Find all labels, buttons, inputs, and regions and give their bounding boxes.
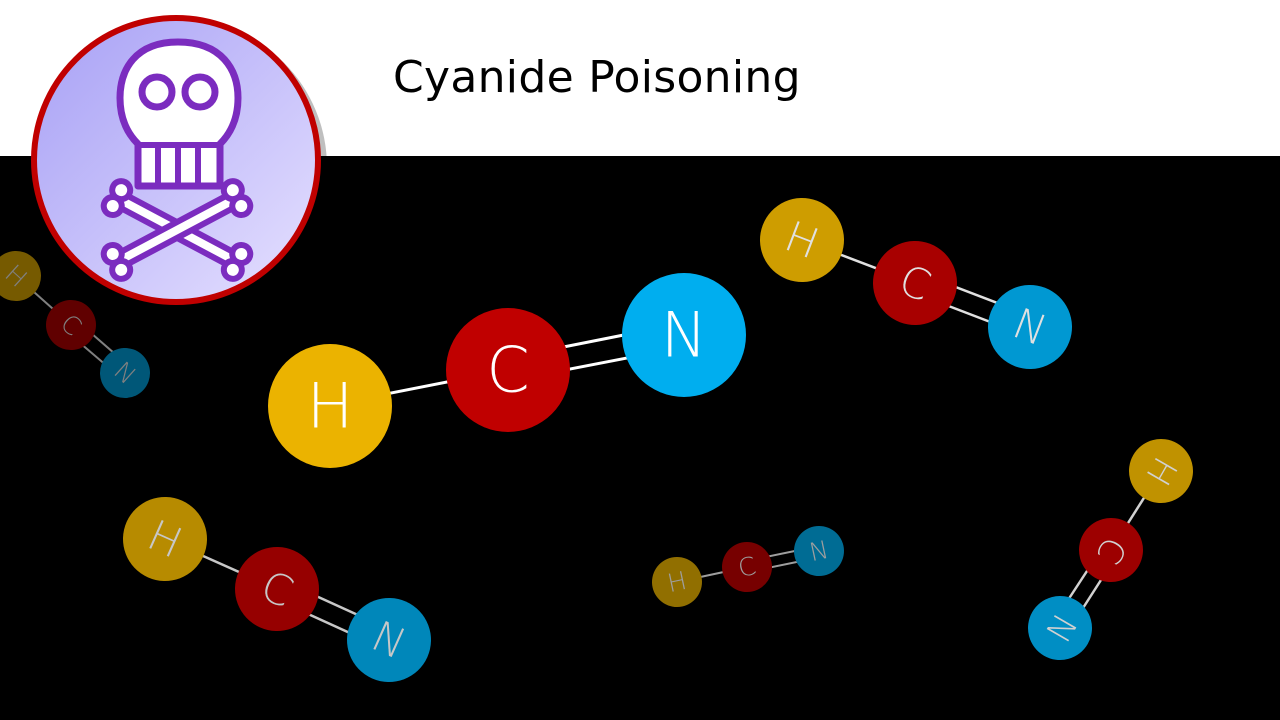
hydrogen-atom: H xyxy=(760,198,844,282)
nitrogen-atom: N xyxy=(794,526,844,576)
carbon-atom: C xyxy=(46,300,96,350)
nitrogen-atom: N xyxy=(347,598,431,682)
carbon-atom: C xyxy=(873,241,957,325)
nitrogen-atom: N xyxy=(1028,596,1092,660)
hcn-molecule-top-right: H C N xyxy=(760,198,1072,369)
skull-crossbones-icon xyxy=(31,15,327,315)
page-title: Cyanide Poisoning xyxy=(393,52,801,103)
hcn-molecule-main: H C N xyxy=(268,273,746,468)
hcn-molecule-left: H C N xyxy=(0,251,150,398)
carbon-atom: C xyxy=(1079,518,1143,582)
hydrogen-atom: H xyxy=(268,344,392,468)
hydrogen-atom: H xyxy=(1129,439,1193,503)
hydrogen-label: H xyxy=(307,370,354,443)
nitrogen-atom: N xyxy=(988,285,1072,369)
hcn-molecule-right: H C N xyxy=(1028,439,1193,660)
carbon-label: C xyxy=(486,334,529,407)
carbon-label: C xyxy=(735,551,758,583)
carbon-atom: C xyxy=(446,308,570,432)
nitrogen-atom: N xyxy=(622,273,746,397)
hydrogen-atom: H xyxy=(652,557,702,607)
nitrogen-label: N xyxy=(661,299,707,372)
hcn-molecule-bottom-center: H C N xyxy=(652,526,844,607)
hcn-molecule-bottom-left: H C N xyxy=(123,497,431,682)
nitrogen-atom: N xyxy=(100,348,150,398)
hydrogen-atom: H xyxy=(123,497,207,581)
carbon-atom: C xyxy=(235,547,319,631)
carbon-atom: C xyxy=(722,542,772,592)
hydrogen-atom: H xyxy=(0,251,41,301)
